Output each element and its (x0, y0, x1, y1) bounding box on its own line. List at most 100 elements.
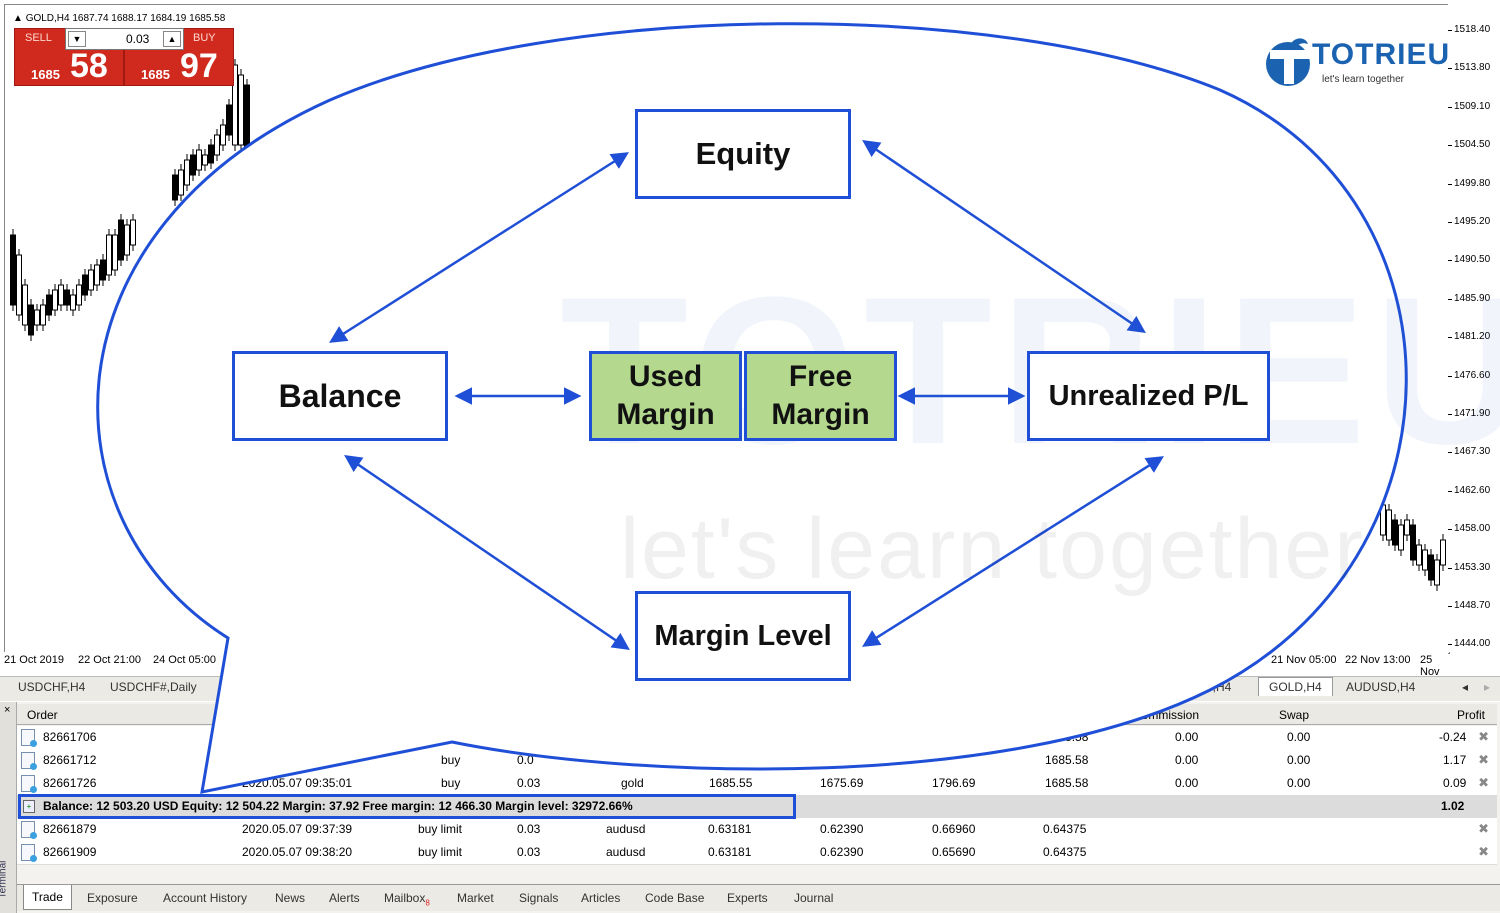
unrealized-pl-box: Unrealized P/L (1027, 351, 1270, 441)
position-icon (21, 729, 37, 747)
position-icon (21, 752, 37, 770)
candle-body (178, 169, 184, 196)
candle-body (1440, 539, 1446, 566)
candle-body (244, 84, 250, 156)
price-tick: 1462.60 (1447, 484, 1491, 496)
tab-alerts[interactable]: Alerts (329, 891, 360, 905)
logo-mark-icon (1266, 38, 1310, 86)
tab-account-history[interactable]: Account History (163, 891, 248, 905)
candle-body (1380, 504, 1386, 536)
price-tick: 1481.20 (1447, 331, 1491, 343)
tab-exposure[interactable]: Exposure (87, 891, 138, 905)
price-tick: 1471.90 (1447, 408, 1491, 419)
chart-tab-audusd-h4[interactable]: AUDUSD,H4 (1346, 680, 1416, 694)
candle-body (22, 284, 28, 326)
close-position-icon[interactable]: ✖ (1478, 775, 1489, 790)
candle-body (64, 289, 70, 306)
lot-size-input[interactable]: ▼ 0.03 ▲ (65, 28, 184, 50)
col-order[interactable]: Order (27, 708, 58, 722)
chart-tab-usdchf-daily[interactable]: USDCHF#,Daily (110, 680, 197, 694)
chart-tab-cad[interactable]: DCAD#,H4 (1172, 680, 1232, 694)
price-tick: 1485.90 (1447, 292, 1491, 304)
candle-body (196, 149, 202, 171)
totrieu-logo: TOTRIEU let's learn together (1262, 34, 1449, 92)
candle-body (112, 234, 118, 271)
time-tick: 21 Oct 2019 (4, 654, 64, 666)
scroll-left-icon[interactable]: ◂ (1462, 680, 1469, 694)
terminal-table-header: Order Commission Swap Profit (17, 704, 1497, 725)
col-commission[interactable]: Commission (1133, 708, 1200, 722)
table-row[interactable]: 82661726 2020.05.07 09:35:01 buy 0.03 go… (17, 772, 1497, 796)
candle-body (88, 269, 94, 291)
candle-body (190, 154, 196, 176)
candle-body (10, 234, 16, 306)
candle-body (16, 254, 22, 316)
tab-code-base[interactable]: Code Base (645, 891, 705, 905)
collapse-triangle-icon[interactable]: ▲ (13, 13, 23, 24)
candle-body (100, 259, 106, 281)
account-summary-text: Balance: 12 503.20 USD Equity: 12 504.22… (43, 799, 633, 813)
scroll-right-icon[interactable]: ▸ (1484, 680, 1491, 694)
col-swap[interactable]: Swap (1279, 708, 1310, 722)
one-click-trading-panel: SELL 1685 58 BUY 1685 97 ▼ 0.03 ▲ (14, 28, 234, 86)
candle-body (76, 284, 82, 306)
terminal-tabs: Trade Exposure Account History News Aler… (17, 884, 1500, 911)
chart-tab-usdchf-h4[interactable]: USDCHF,H4 (18, 680, 86, 694)
time-tick: v 21:00 (1218, 654, 1255, 666)
time-tick: 22 Nov 13:00 (1345, 654, 1411, 666)
tab-trade[interactable]: Trade (23, 885, 72, 910)
summary-highlight-frame (18, 794, 796, 819)
tab-market[interactable]: Market (457, 891, 494, 905)
price-tick: 1518.40 (1447, 24, 1491, 35)
balance-icon: + (23, 800, 35, 813)
price-tick: 1495.20 (1447, 216, 1491, 227)
candle-body (1416, 544, 1422, 566)
pending-order-icon (21, 844, 37, 862)
delete-order-icon[interactable]: ✖ (1478, 844, 1489, 859)
candle-body (1386, 509, 1392, 541)
tab-news[interactable]: News (275, 891, 306, 905)
chart-tab-gold-h4[interactable]: GOLD,H4 (1258, 677, 1333, 696)
table-row[interactable]: 82661712 buy 0.0 1685.58 0.00 0.00 1.17 … (17, 749, 1497, 773)
price-tick: 1444.00 (1447, 638, 1491, 650)
tab-mailbox[interactable]: Mailbox8 (384, 891, 430, 908)
pending-order-icon (21, 821, 37, 839)
candle-body (28, 304, 34, 336)
delete-order-icon[interactable]: ✖ (1478, 821, 1489, 836)
tab-journal[interactable]: Journal (794, 891, 834, 905)
time-tick: 24 Oct 05:00 (153, 654, 216, 666)
tab-articles[interactable]: Articles (581, 891, 621, 905)
chart-symbol-title: ▲ GOLD,H4 1687.74 1688.17 1684.19 1685.5… (13, 13, 226, 24)
candle-body (1392, 519, 1398, 546)
time-tick: 22 Oct 21:00 (78, 654, 141, 666)
time-tick: 21 Nov 05:00 (1271, 654, 1337, 666)
lot-down-icon[interactable]: ▼ (68, 31, 86, 47)
tab-experts[interactable]: Experts (727, 891, 768, 905)
close-position-icon[interactable]: ✖ (1478, 729, 1489, 744)
col-profit[interactable]: Profit (1457, 708, 1486, 722)
price-tick: 1448.70 (1447, 600, 1491, 611)
candle-body (130, 219, 136, 246)
terminal-close-icon[interactable]: × (4, 704, 11, 716)
candle-body (1428, 554, 1434, 581)
price-tick: 1458.00 (1447, 523, 1491, 535)
candle-body (106, 234, 112, 276)
terminal-side-bar: × Terminal (0, 702, 17, 913)
lot-up-icon[interactable]: ▲ (163, 31, 181, 47)
candle-body (70, 294, 76, 311)
candle-body (238, 74, 244, 146)
close-position-icon[interactable]: ✖ (1478, 752, 1489, 767)
candle-body (220, 124, 226, 146)
table-row[interactable]: 82661909 2020.05.07 09:38:20 buy limit 0… (17, 841, 1497, 865)
watermark-tagline: let's learn together (620, 501, 1365, 597)
candle-body (184, 159, 190, 186)
total-profit: 1.02 (1441, 799, 1465, 813)
table-row[interactable]: 82661879 2020.05.07 09:37:39 buy limit 0… (17, 818, 1497, 842)
table-row[interactable]: 82661706 1685.58 0.00 0.00 -0.24 ✖ (17, 726, 1497, 750)
candle-body (208, 144, 214, 164)
equity-box: Equity (635, 109, 851, 199)
tab-signals[interactable]: Signals (519, 891, 559, 905)
